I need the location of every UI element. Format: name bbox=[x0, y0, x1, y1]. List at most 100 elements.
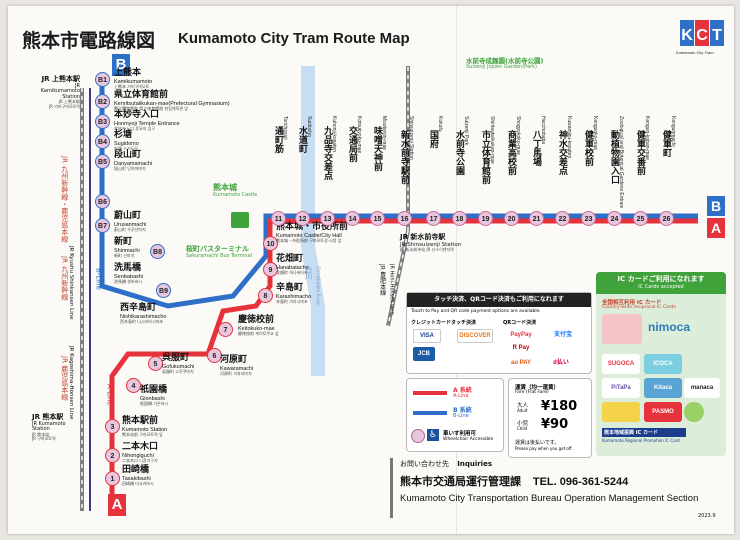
top-stop-marker[interactable]: 25 bbox=[633, 211, 648, 226]
east-stop-jp[interactable]: 水前寺公園 bbox=[454, 130, 464, 175]
a-stop-marker[interactable]: 9 bbox=[263, 262, 278, 277]
a-stop-marker[interactable]: 4 bbox=[126, 378, 141, 393]
suizenji-en: Suizenji Jojuen Garden(Park) bbox=[466, 64, 537, 71]
east-stop-en: Kengunmachi bbox=[670, 116, 676, 147]
top-stop-marker[interactable]: 12 bbox=[295, 211, 310, 226]
b-stop-marker[interactable]: B7 bbox=[95, 218, 110, 233]
top-stop-marker[interactable]: 15 bbox=[370, 211, 385, 226]
jr-shinsuizenji-label[interactable]: JR 新水前寺駅 JR Shinsuizenji Station JR 新水前寺… bbox=[400, 233, 461, 252]
b-stop-jp: 県立体育館前 bbox=[114, 90, 169, 100]
b-stop-jp: 段山町 bbox=[114, 150, 142, 160]
top-stop-marker[interactable]: 23 bbox=[581, 211, 596, 226]
b-stop-marker[interactable]: B6 bbox=[95, 194, 110, 209]
east-stop-jp[interactable]: 健軍校前 bbox=[583, 130, 593, 166]
top-stop-marker[interactable]: 11 bbox=[271, 211, 286, 226]
logo-caption: Kumamoto City Tram bbox=[676, 50, 714, 55]
top-stop-marker[interactable]: 24 bbox=[607, 211, 622, 226]
b-stop-marker[interactable]: B5 bbox=[95, 154, 110, 169]
east-stop-en: Kengun-koban-mae bbox=[644, 116, 650, 160]
b-stop-marker[interactable]: B1 bbox=[95, 72, 110, 87]
east-stop-jp[interactable]: 味噌天神前 bbox=[372, 126, 382, 171]
jr-kumamoto-label[interactable]: JR 熊本駅 JR Kumamoto Station JR 熊本站 JR 구마모… bbox=[32, 413, 72, 441]
top-stop-marker[interactable]: 18 bbox=[452, 211, 467, 226]
paypay-chip: PayPay bbox=[510, 332, 532, 338]
a-stop-marker[interactable]: 7 bbox=[218, 322, 233, 337]
east-stop-jp[interactable]: 商業高校前 bbox=[506, 130, 516, 175]
bus-terminal-label[interactable]: 桜町バスターミナル Sakuramachi Bus Terminal bbox=[186, 245, 252, 259]
inquiry-label-en: Inquiries bbox=[457, 460, 492, 468]
top-stop-marker[interactable]: 20 bbox=[504, 211, 519, 226]
east-stop-jp[interactable]: 国府 bbox=[428, 130, 438, 148]
nimoca-logo: nimoca bbox=[648, 320, 691, 334]
legend-a-jp: A 系統 bbox=[453, 387, 472, 394]
b-stop-marker[interactable]: B4 bbox=[95, 134, 110, 149]
a-stop-marker[interactable]: 6 bbox=[207, 348, 222, 363]
a-stop-sub: 辛島町 가라시마초 bbox=[276, 298, 308, 304]
east-stop-jp[interactable]: 神水交差点 bbox=[557, 130, 567, 175]
b-stop-en: Senbabashi bbox=[114, 273, 144, 280]
top-stop-marker[interactable]: 13 bbox=[320, 211, 335, 226]
b-stop-marker[interactable]: B3 bbox=[95, 114, 110, 129]
a-stop-marker[interactable]: 2 bbox=[105, 448, 120, 463]
jr-houhi-en: JR Hohi-Honsen Line bbox=[388, 264, 395, 315]
a-stop-marker[interactable]: 10 bbox=[263, 236, 278, 251]
castle-icon bbox=[231, 212, 249, 228]
east-stop-en: Misotenjin-mae bbox=[381, 116, 387, 150]
shirakawa-river bbox=[301, 66, 325, 376]
b-stop-marker[interactable]: B8 bbox=[150, 244, 165, 259]
east-stop-jp[interactable]: 通町筋 bbox=[273, 126, 283, 153]
east-stop-jp[interactable]: 健軍交番前 bbox=[635, 130, 645, 175]
top-stop-marker[interactable]: 22 bbox=[555, 211, 570, 226]
east-stop-jp[interactable]: 水道町 bbox=[297, 126, 307, 153]
top-stop-marker[interactable]: 21 bbox=[529, 211, 544, 226]
legend-wheel-en: Wheelchair Accessible bbox=[443, 437, 494, 442]
b-stop-marker[interactable]: B2 bbox=[95, 94, 110, 109]
a-stop-sub: 河原町 가와라마치 bbox=[220, 370, 252, 376]
top-stop-marker[interactable]: 19 bbox=[478, 211, 493, 226]
east-stop-jp[interactable]: 交通局前 bbox=[347, 126, 357, 162]
inquiry-tel[interactable]: TEL. 096-361-5244 bbox=[532, 476, 629, 488]
fold-line bbox=[456, 6, 457, 534]
east-stop-jp[interactable]: 新水前寺駅前 bbox=[399, 130, 409, 184]
top-stop-marker[interactable]: 16 bbox=[397, 211, 412, 226]
jr-kamikumamoto-label[interactable]: JR 上熊本駅 JR Kamikumamoto Station JR 上熊本駅 … bbox=[36, 75, 80, 109]
east-stop-jp[interactable]: 動植物園入口 bbox=[609, 130, 619, 184]
top-stop-marker[interactable]: 26 bbox=[659, 211, 674, 226]
top-stop-marker[interactable]: 17 bbox=[426, 211, 441, 226]
east-stop-jp[interactable]: 健軍町 bbox=[661, 130, 671, 157]
jr-kumamoto-en: JR Kumamoto Station bbox=[32, 420, 66, 433]
b-stop-sub: 蔚山町 우루산마치 bbox=[114, 226, 146, 232]
kct-logo-icon: K C T bbox=[680, 20, 724, 46]
east-stop-jp[interactable]: 市立体育館前 bbox=[480, 130, 490, 184]
east-stop-en: Kuwamizu-kosaten bbox=[566, 116, 572, 159]
b-stop-sub: 洗馬橋 센바바시 bbox=[114, 278, 142, 284]
a-stop-marker[interactable]: 8 bbox=[258, 288, 273, 303]
a-stop-marker[interactable]: 3 bbox=[105, 419, 120, 434]
a-stop-marker[interactable]: 5 bbox=[148, 356, 163, 371]
east-stop-jp[interactable]: 九品寺交差点 bbox=[322, 126, 332, 180]
east-stop-jp[interactable]: 八丁馬場 bbox=[531, 130, 541, 166]
castle-jp: 熊本城 bbox=[213, 183, 237, 192]
top-stop-marker[interactable]: 14 bbox=[345, 211, 360, 226]
a-stop-marker[interactable]: 1 bbox=[105, 471, 120, 486]
b-stop-marker[interactable]: B9 bbox=[156, 283, 171, 298]
